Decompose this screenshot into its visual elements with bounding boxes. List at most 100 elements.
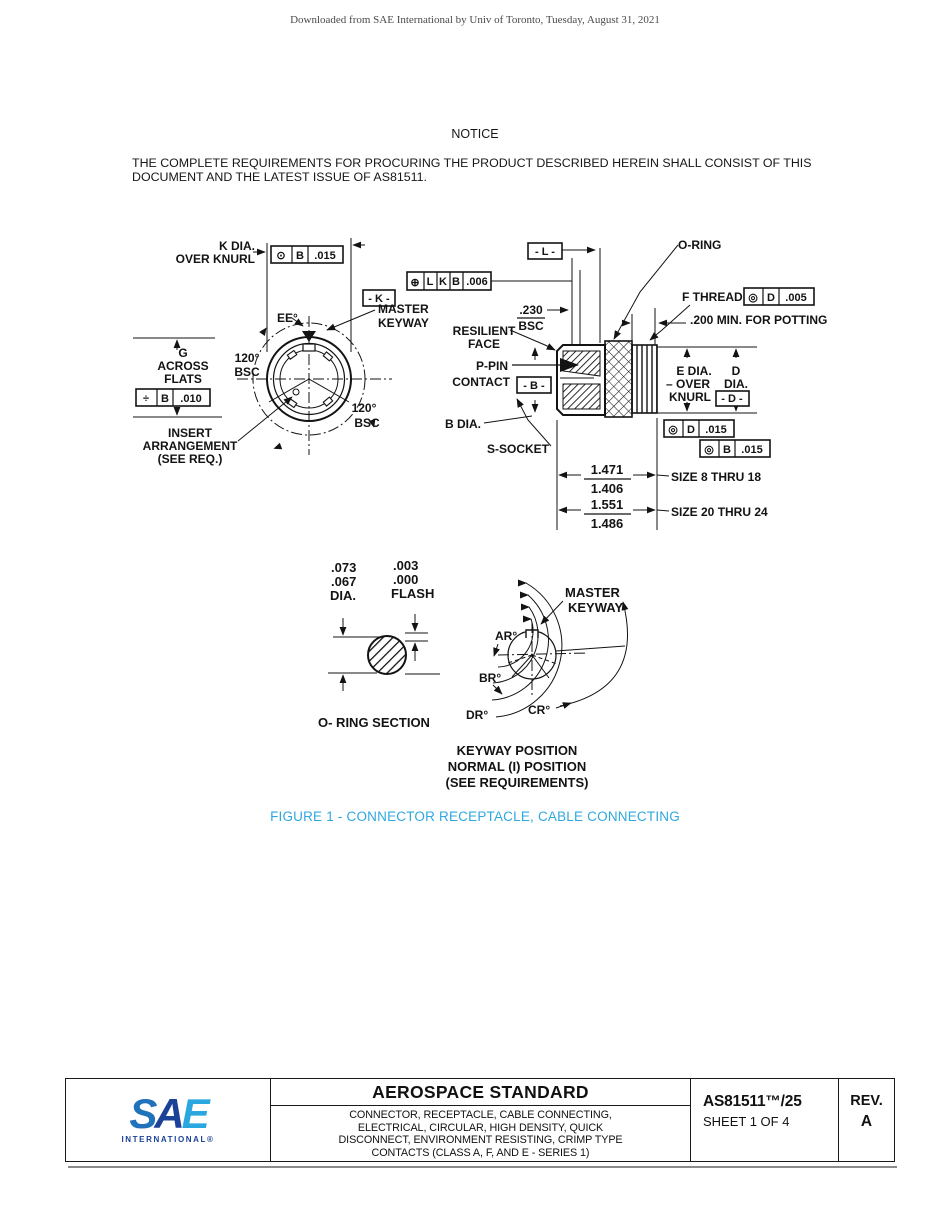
title-block-logo-cell: SAE INTERNATIONAL® bbox=[66, 1079, 271, 1161]
rev-label: REV. bbox=[850, 1093, 883, 1109]
keyway-master-label-2: KEYWAY bbox=[568, 600, 623, 615]
flats-label: FLATS bbox=[164, 372, 202, 386]
flash-003: .003 bbox=[393, 558, 418, 573]
ar-angle-label: AR° bbox=[495, 629, 517, 643]
fcf-b2-datum: B bbox=[723, 444, 731, 456]
fcf-pos-datum-1: L bbox=[427, 276, 434, 288]
dim-1551: 1.551 bbox=[591, 497, 624, 512]
dim-1486: 1.486 bbox=[591, 516, 624, 531]
d-dia-label: DIA. bbox=[724, 377, 748, 391]
figure-1-drawing: K DIA. OVER KNURL ⊙ B .015 - K - MASTER … bbox=[133, 238, 827, 790]
notice-line-2: DOCUMENT AND THE LATEST ISSUE OF AS81511… bbox=[132, 170, 427, 185]
flash-000: .000 bbox=[393, 572, 418, 587]
fcf-flats: ÷ B .010 bbox=[135, 388, 211, 407]
datum-d-flag: - D - bbox=[715, 390, 750, 407]
b-dia-label: B DIA. bbox=[445, 417, 481, 431]
bsc-230-value: .230 bbox=[519, 303, 543, 317]
notice-paragraph: THE COMPLETE REQUIREMENTS FOR PROCURING … bbox=[132, 156, 832, 184]
title-block: SAE INTERNATIONAL® AEROSPACE STANDARD CO… bbox=[65, 1078, 895, 1162]
face-label: FACE bbox=[468, 337, 500, 351]
g-label: G bbox=[178, 346, 187, 360]
figure-caption: FIGURE 1 - CONNECTOR RECEPTACLE, CABLE C… bbox=[270, 809, 680, 824]
document-number: AS81511™/25 bbox=[703, 1093, 802, 1110]
fcf-pos-datum-2: K bbox=[439, 276, 447, 288]
title-block-shadow-line bbox=[68, 1166, 897, 1168]
br-angle-label: BR° bbox=[479, 671, 501, 685]
master-keyway-label-2: KEYWAY bbox=[378, 316, 429, 330]
fcf-b2-symbol: ◎ bbox=[704, 444, 714, 456]
document-description: CONNECTOR, RECEPTACLE, CABLE CONNECTING,… bbox=[271, 1106, 690, 1159]
datum-l-flag: - L - bbox=[527, 242, 563, 260]
o-ring-section-geometry bbox=[328, 614, 440, 691]
e-knurl-label: KNURL bbox=[669, 390, 711, 404]
o-ring-section-title: O- RING SECTION bbox=[318, 715, 430, 730]
fcf-e-tol: .015 bbox=[705, 424, 726, 436]
master-keyway-label-1: MASTER bbox=[378, 302, 429, 316]
notice-line-1: THE COMPLETE REQUIREMENTS FOR PROCURING … bbox=[132, 156, 812, 170]
size-20-24-label: SIZE 20 THRU 24 bbox=[671, 505, 768, 519]
bsc120-right-deg: 120° bbox=[352, 401, 377, 415]
sae-logo-a: A bbox=[154, 1090, 184, 1137]
k-dia-label: K DIA. bbox=[219, 239, 255, 253]
oring-dia-label: DIA. bbox=[330, 588, 356, 603]
arrangement-label: ARRANGEMENT bbox=[143, 439, 238, 453]
fcf-e-symbol: ◎ bbox=[668, 424, 678, 436]
over-knurl-label: OVER KNURL bbox=[176, 252, 255, 266]
fcf-pos-datum-3: B bbox=[452, 276, 460, 288]
keyway-position-caption-2: NORMAL (I) POSITION bbox=[448, 759, 586, 774]
keyway-master-label-1: MASTER bbox=[565, 585, 621, 600]
fcf-k-tol: .015 bbox=[314, 250, 335, 262]
fcf-e-datum: D bbox=[687, 424, 695, 436]
cr-angle-label: CR° bbox=[528, 703, 550, 717]
resilient-label: RESILIENT bbox=[453, 324, 516, 338]
fcf-f-tol: .005 bbox=[785, 292, 806, 304]
bsc-230-bsc: BSC bbox=[518, 319, 544, 333]
p-pin-label: P-PIN bbox=[476, 359, 508, 373]
fcf-b2-tol: .015 bbox=[741, 444, 762, 456]
fcf-f-symbol: ◎ bbox=[748, 292, 758, 304]
datum-k-flag: - K - bbox=[362, 289, 396, 307]
bsc120-right-bsc: BSC bbox=[354, 416, 380, 430]
fcf-e-dia: ◎ D .015 bbox=[663, 419, 735, 438]
see-req-label: (SEE REQ.) bbox=[158, 452, 223, 466]
notice-heading: NOTICE bbox=[451, 127, 499, 141]
description-line-4: CONTACTS (CLASS A, F, AND E - SERIES 1) bbox=[371, 1146, 590, 1159]
rev-value: A bbox=[860, 1113, 873, 1130]
d-label: D bbox=[732, 364, 741, 378]
fcf-flats-datum: B bbox=[161, 393, 169, 405]
front-view-geometry bbox=[133, 238, 392, 455]
flash-label: FLASH bbox=[391, 586, 434, 601]
svg-text:- D -: - D - bbox=[721, 393, 743, 405]
fcf-f-thread: ◎ D .005 bbox=[743, 287, 815, 306]
size-8-18-label: SIZE 8 THRU 18 bbox=[671, 470, 761, 484]
fcf-flats-tol: .010 bbox=[180, 393, 201, 405]
title-block-center-cell: AEROSPACE STANDARD CONNECTOR, RECEPTACLE… bbox=[271, 1079, 691, 1161]
download-watermark: Downloaded from SAE International by Uni… bbox=[290, 14, 660, 26]
datum-b-flag: - B - bbox=[516, 376, 552, 394]
keyway-position-caption-1: KEYWAY POSITION bbox=[457, 743, 578, 758]
title-block-rev-cell: REV. A bbox=[839, 1079, 894, 1161]
side-view-geometry bbox=[483, 244, 757, 530]
dim-1471: 1.471 bbox=[591, 462, 624, 477]
f-thread-label: F THREAD bbox=[682, 290, 743, 304]
ee-angle-label: EE° bbox=[277, 311, 298, 325]
o-ring-label: O-RING bbox=[678, 238, 721, 252]
sae-logo-e: E bbox=[181, 1090, 210, 1137]
svg-text:- B -: - B - bbox=[523, 380, 545, 392]
e-dia-label: E DIA. bbox=[676, 364, 711, 378]
sae-logo: SAE bbox=[129, 1093, 209, 1135]
oring-dia-067: .067 bbox=[331, 574, 356, 589]
svg-text:- L -: - L - bbox=[535, 246, 555, 258]
potting-note: .200 MIN. FOR POTTING bbox=[690, 313, 827, 327]
bsc120-left-bsc: BSC bbox=[234, 365, 260, 379]
e-over-label: – OVER bbox=[666, 377, 710, 391]
keyway-position-caption-3: (SEE REQUIREMENTS) bbox=[445, 775, 588, 790]
aerospace-standard-title: AEROSPACE STANDARD bbox=[271, 1079, 690, 1106]
description-line-2: ELECTRICAL, CIRCULAR, HIGH DENSITY, QUIC… bbox=[357, 1121, 604, 1134]
fcf-b-runout: ◎ B .015 bbox=[699, 439, 771, 458]
dr-angle-label: DR° bbox=[466, 708, 488, 722]
title-block-number-cell: AS81511™/25 SHEET 1 OF 4 bbox=[691, 1079, 839, 1161]
sae-logo-s: S bbox=[129, 1090, 157, 1137]
fcf-position: ⊕ L K B .006 bbox=[406, 271, 492, 291]
